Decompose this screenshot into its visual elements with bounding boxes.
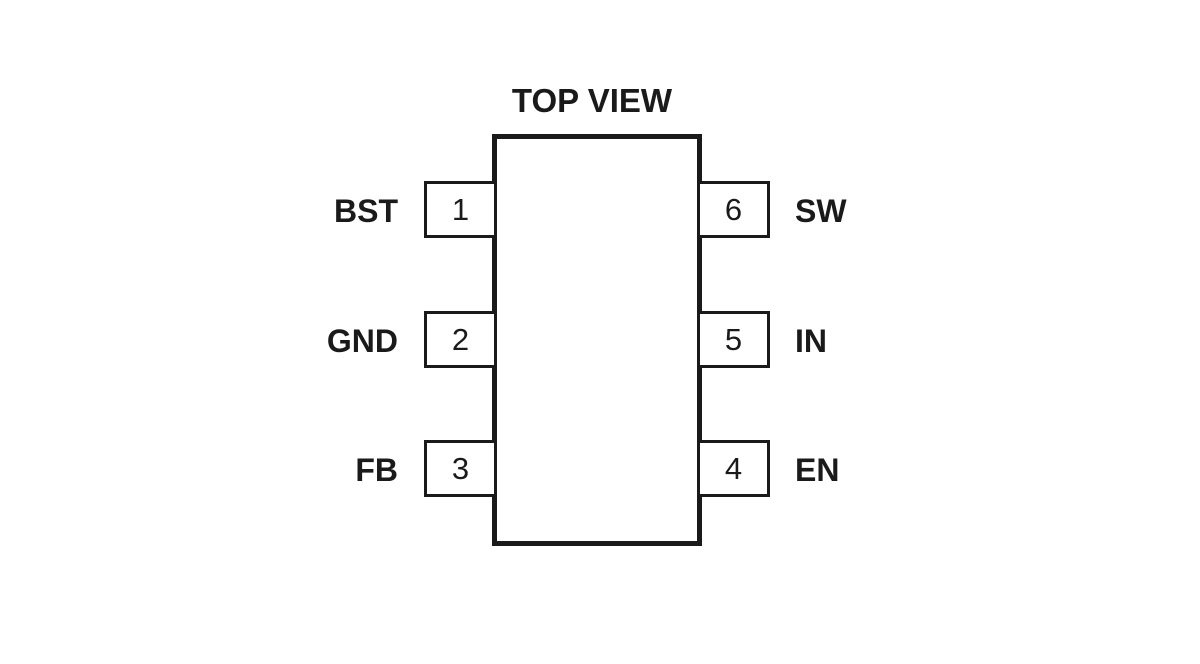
pin-4-label: EN bbox=[795, 452, 840, 488]
pin-5-box: 5 bbox=[700, 311, 770, 368]
pin-1-box: 1 bbox=[424, 181, 494, 238]
pin-6-label: SW bbox=[795, 193, 847, 229]
pin-6-box: 6 bbox=[700, 181, 770, 238]
pin-4-box: 4 bbox=[700, 440, 770, 497]
pin-3-label: FB bbox=[355, 452, 398, 488]
pin-3-box: 3 bbox=[424, 440, 494, 497]
pin-1-label: BST bbox=[334, 193, 398, 229]
pin-5-label: IN bbox=[795, 323, 827, 359]
pin-2-box: 2 bbox=[424, 311, 494, 368]
chip-package-body bbox=[492, 134, 702, 546]
pin-2-label: GND bbox=[326, 323, 398, 359]
diagram-title: TOP VIEW bbox=[511, 82, 673, 119]
